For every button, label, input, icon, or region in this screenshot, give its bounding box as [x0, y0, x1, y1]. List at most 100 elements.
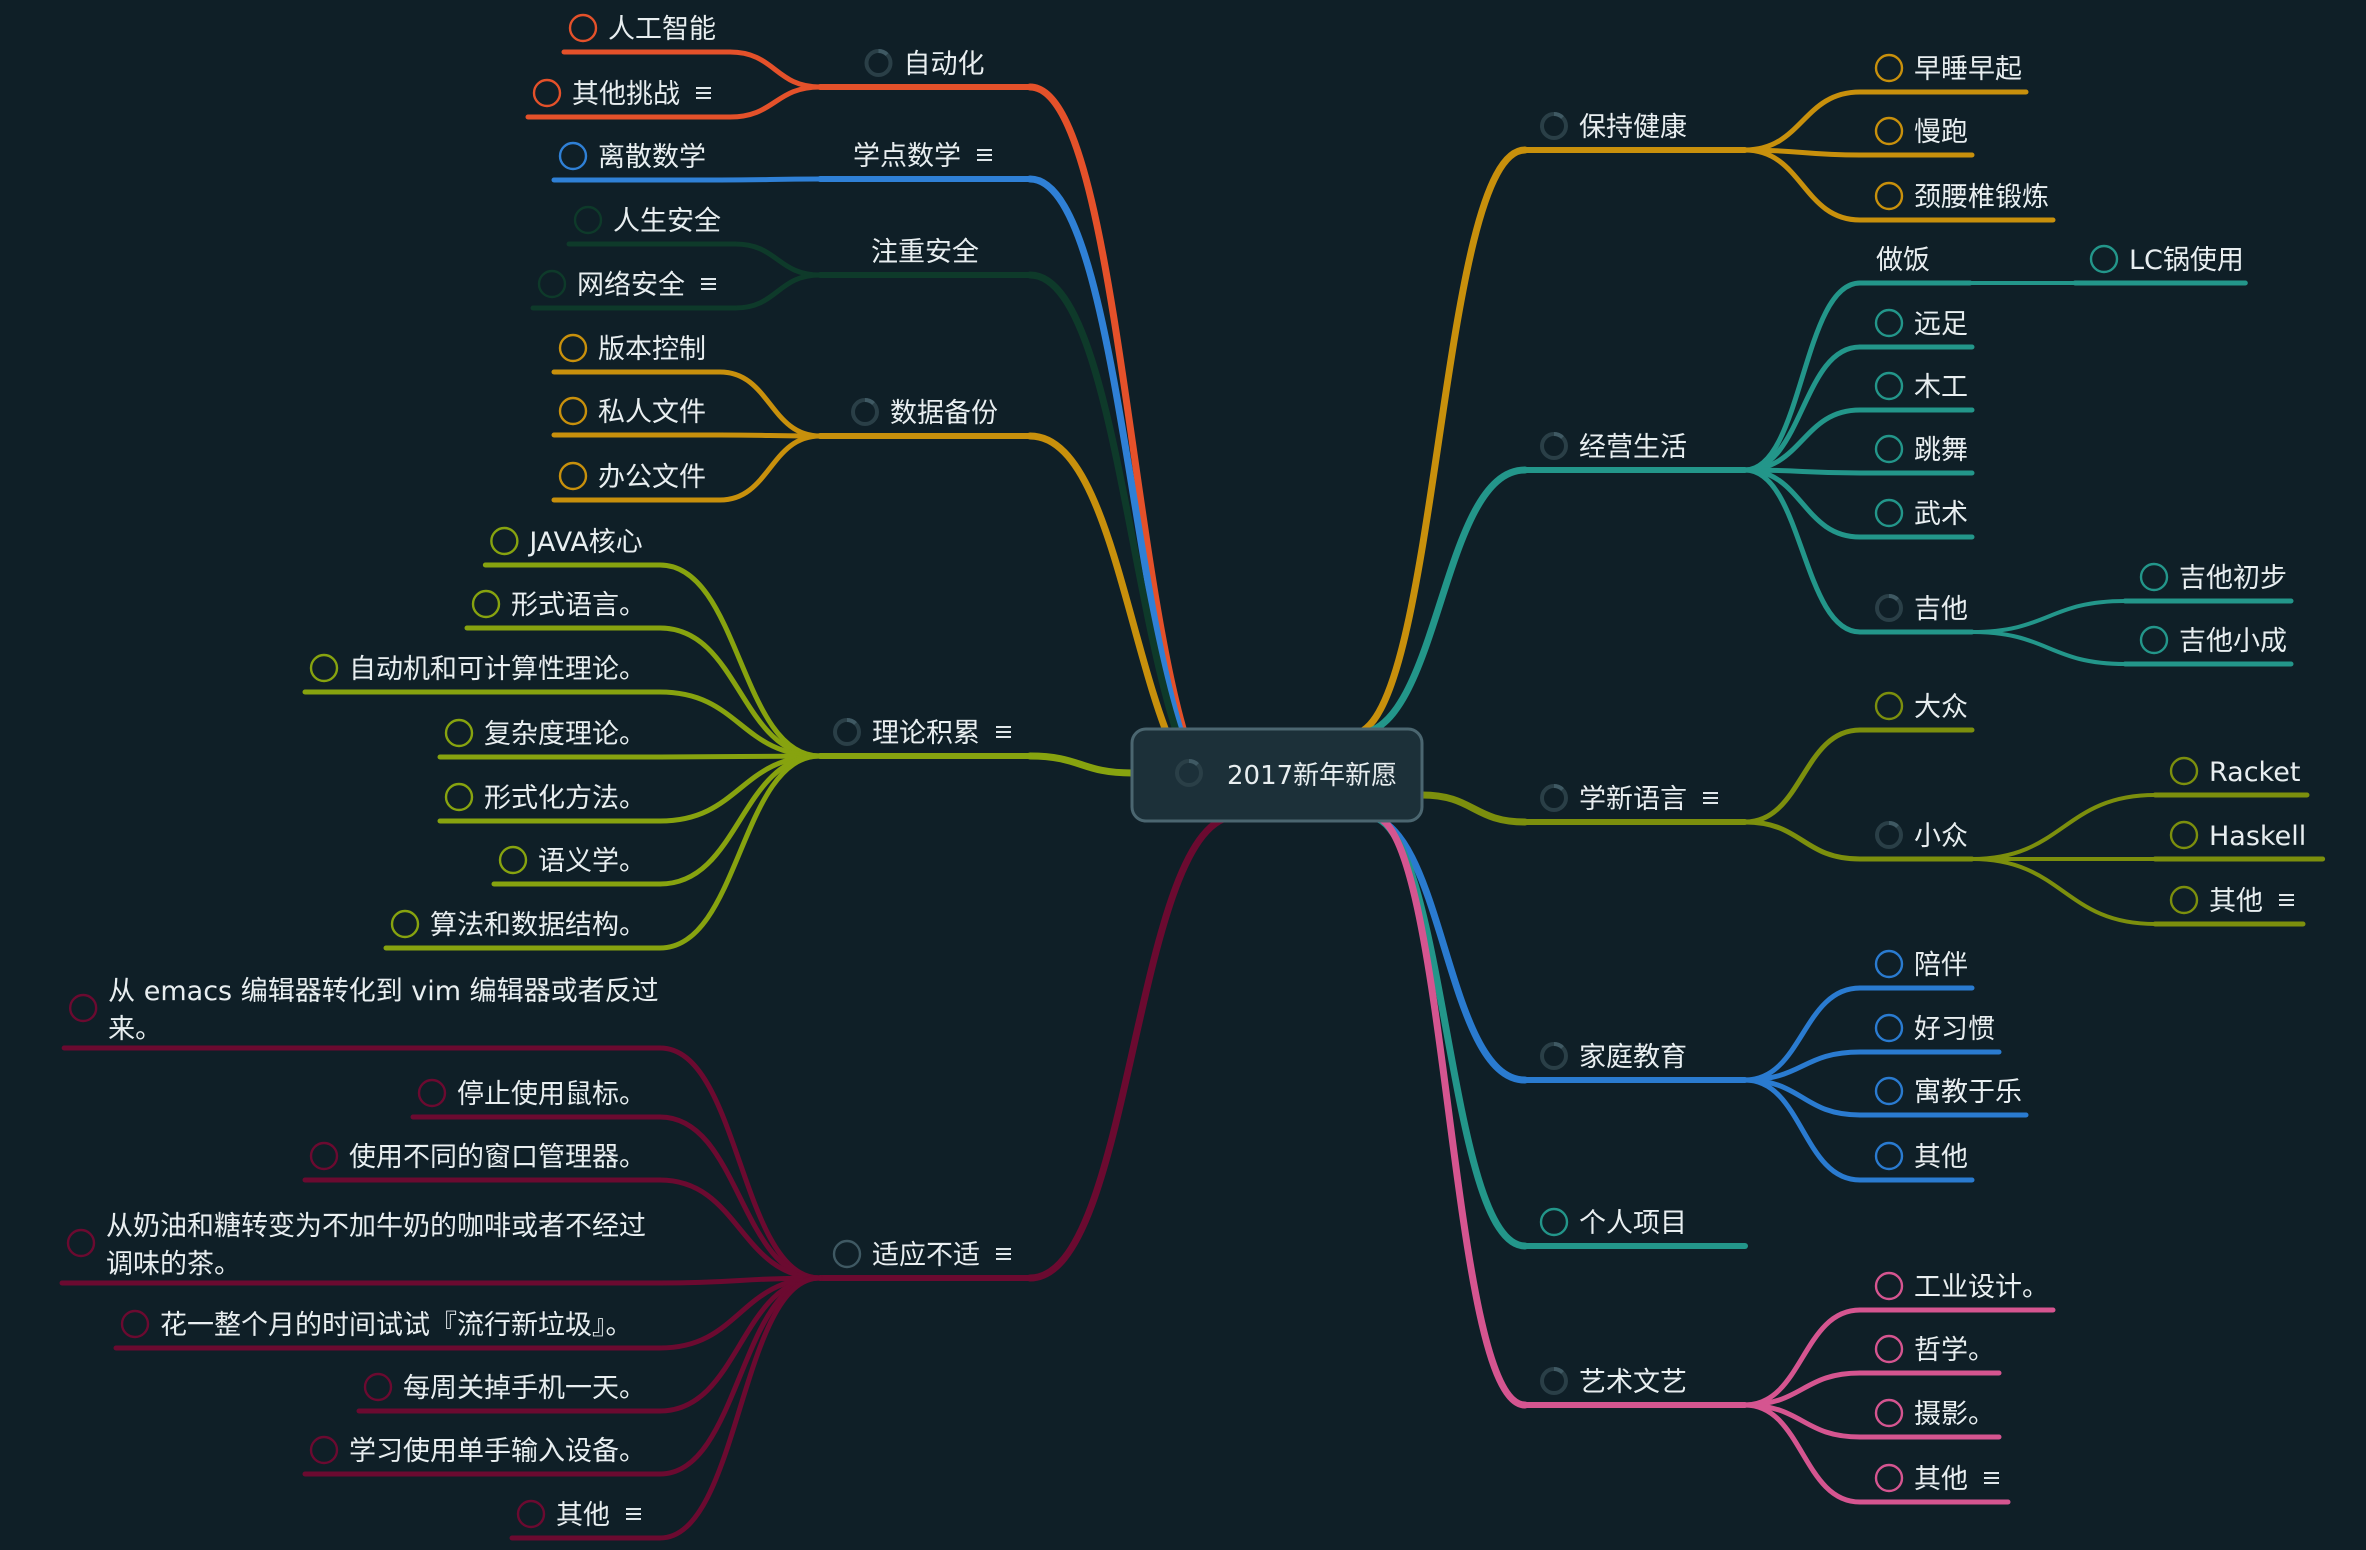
topic-复杂度理论[interactable]: 复杂度理论。 — [444, 718, 646, 750]
todo-circle-icon[interactable] — [498, 845, 528, 875]
central-topic[interactable]: 2017新年新愿 — [1130, 727, 1424, 823]
topic-学新语言[interactable]: 学新语言 — [1540, 783, 1718, 815]
todo-circle-icon[interactable] — [537, 269, 567, 299]
topic-艺术文艺[interactable]: 艺术文艺 — [1540, 1366, 1687, 1398]
todo-circle-icon[interactable] — [1874, 1141, 1904, 1171]
todo-circle-icon[interactable] — [1874, 434, 1904, 464]
topic-经营生活[interactable]: 经营生活 — [1540, 431, 1687, 463]
todo-circle-icon[interactable] — [309, 653, 339, 683]
progress-ring-icon[interactable] — [1875, 593, 1903, 622]
topic-语义学[interactable]: 语义学。 — [498, 845, 646, 877]
topic-Haskell[interactable]: Haskell — [2169, 820, 2306, 852]
topic-大众[interactable]: 大众 — [1874, 691, 1968, 723]
todo-circle-icon[interactable] — [444, 718, 474, 748]
todo-circle-icon[interactable] — [558, 141, 588, 171]
topic-跳舞[interactable]: 跳舞 — [1874, 434, 1968, 466]
todo-circle-icon[interactable] — [390, 909, 420, 939]
todo-circle-icon[interactable] — [309, 1435, 339, 1465]
note-icon[interactable] — [2279, 894, 2294, 906]
todo-circle-icon[interactable] — [1874, 498, 1904, 528]
topic-停止使用鼠标[interactable]: 停止使用鼠标。 — [417, 1078, 646, 1110]
progress-ring-icon[interactable] — [1175, 758, 1203, 787]
topic-木工[interactable]: 木工 — [1874, 371, 1968, 403]
todo-circle-icon[interactable] — [2169, 885, 2199, 915]
todo-circle-icon[interactable] — [2089, 244, 2119, 274]
topic-其他挑战[interactable]: 其他挑战 — [532, 78, 711, 110]
todo-circle-icon[interactable] — [2169, 820, 2199, 850]
progress-ring-icon[interactable] — [1540, 111, 1568, 140]
progress-ring-icon[interactable] — [864, 48, 893, 77]
topic-吉他小成[interactable]: 吉他小成 — [2139, 625, 2287, 657]
topic-形式语言[interactable]: 形式语言。 — [471, 589, 646, 621]
todo-circle-icon[interactable] — [444, 782, 474, 812]
todo-circle-icon[interactable] — [1874, 116, 1904, 146]
topic-人生安全[interactable]: 人生安全 — [573, 205, 721, 237]
progress-ring-icon[interactable] — [851, 397, 879, 426]
todo-circle-icon[interactable] — [1874, 1463, 1904, 1493]
topic-保持健康[interactable]: 保持健康 — [1540, 111, 1687, 143]
topic-从-emacs-编辑器转化到-vim-编辑器或者[interactable]: 从 emacs 编辑器转化到 vim 编辑器或者反过来。 — [68, 976, 659, 1045]
progress-ring-icon[interactable] — [1540, 783, 1568, 812]
todo-circle-icon[interactable] — [66, 1228, 96, 1258]
topic-其他[interactable]: 其他 — [2169, 885, 2294, 917]
todo-circle-icon[interactable] — [1874, 949, 1904, 979]
topic-人工智能[interactable]: 人工智能 — [568, 13, 716, 45]
note-icon[interactable] — [1984, 1472, 1999, 1484]
todo-circle-icon[interactable] — [68, 993, 98, 1023]
todo-circle-icon[interactable] — [516, 1499, 546, 1529]
todo-circle-icon[interactable] — [558, 333, 588, 363]
todo-circle-icon[interactable] — [1874, 371, 1904, 401]
topic-每周关掉手机一天[interactable]: 每周关掉手机一天。 — [363, 1372, 646, 1404]
topic-家庭教育[interactable]: 家庭教育 — [1540, 1041, 1687, 1073]
todo-circle-icon[interactable] — [1539, 1207, 1569, 1237]
todo-circle-icon[interactable] — [1874, 308, 1904, 338]
todo-circle-icon[interactable] — [1874, 1398, 1904, 1428]
topic-摄影[interactable]: 摄影。 — [1874, 1398, 1995, 1430]
topic-形式化方法[interactable]: 形式化方法。 — [444, 782, 646, 814]
topic-慢跑[interactable]: 慢跑 — [1874, 116, 1968, 148]
note-icon[interactable] — [1703, 792, 1718, 804]
topic-寓教于乐[interactable]: 寓教于乐 — [1874, 1076, 2022, 1108]
topic-吉他初步[interactable]: 吉他初步 — [2139, 562, 2287, 594]
note-icon[interactable] — [977, 149, 992, 161]
todo-circle-icon[interactable] — [1874, 1334, 1904, 1364]
topic-自动化[interactable]: 自动化 — [864, 48, 985, 80]
todo-circle-icon[interactable] — [558, 461, 588, 491]
topic-学点数学[interactable]: 学点数学 — [853, 141, 992, 172]
topic-办公文件[interactable]: 办公文件 — [558, 461, 706, 493]
topic-JAVA核心[interactable]: JAVA核心 — [490, 526, 643, 558]
todo-circle-icon[interactable] — [1874, 1076, 1904, 1106]
topic-陪伴[interactable]: 陪伴 — [1874, 949, 1968, 981]
topic-注重安全[interactable]: 注重安全 — [871, 237, 979, 268]
topic-使用不同的窗口管理器[interactable]: 使用不同的窗口管理器。 — [309, 1141, 646, 1173]
todo-circle-icon[interactable] — [832, 1239, 862, 1269]
topic-个人项目[interactable]: 个人项目 — [1539, 1207, 1687, 1239]
topic-私人文件[interactable]: 私人文件 — [558, 396, 706, 428]
topic-网络安全[interactable]: 网络安全 — [537, 269, 716, 301]
todo-circle-icon[interactable] — [309, 1141, 339, 1171]
topic-吉他[interactable]: 吉他 — [1875, 593, 1968, 625]
topic-算法和数据结构[interactable]: 算法和数据结构。 — [390, 909, 646, 941]
topic-自动机和可计算性理论[interactable]: 自动机和可计算性理论。 — [309, 653, 646, 685]
topic-版本控制[interactable]: 版本控制 — [558, 333, 706, 365]
todo-circle-icon[interactable] — [1874, 53, 1904, 83]
todo-circle-icon[interactable] — [471, 589, 501, 619]
todo-circle-icon[interactable] — [490, 526, 519, 556]
topic-理论积累[interactable]: 理论积累 — [833, 717, 1011, 749]
topic-武术[interactable]: 武术 — [1874, 498, 1968, 530]
topic-从奶油和糖转变为不加牛奶的咖啡或者不经过调味的茶[interactable]: 从奶油和糖转变为不加牛奶的咖啡或者不经过调味的茶。 — [66, 1211, 646, 1280]
topic-数据备份[interactable]: 数据备份 — [851, 397, 998, 429]
todo-circle-icon[interactable] — [1874, 1013, 1904, 1043]
topic-适应不适[interactable]: 适应不适 — [832, 1239, 1011, 1271]
todo-circle-icon[interactable] — [1874, 691, 1904, 721]
topic-早睡早起[interactable]: 早睡早起 — [1874, 53, 2022, 85]
todo-circle-icon[interactable] — [363, 1372, 393, 1402]
todo-circle-icon[interactable] — [417, 1078, 447, 1108]
note-icon[interactable] — [701, 278, 716, 290]
progress-ring-icon[interactable] — [1540, 431, 1568, 460]
topic-学习使用单手输入设备[interactable]: 学习使用单手输入设备。 — [309, 1435, 646, 1467]
topic-哲学[interactable]: 哲学。 — [1874, 1334, 1995, 1366]
progress-ring-icon[interactable] — [833, 717, 861, 746]
topic-LC锅使用[interactable]: LC锅使用 — [2089, 244, 2244, 276]
topic-做饭[interactable]: 做饭 — [1876, 245, 1930, 276]
